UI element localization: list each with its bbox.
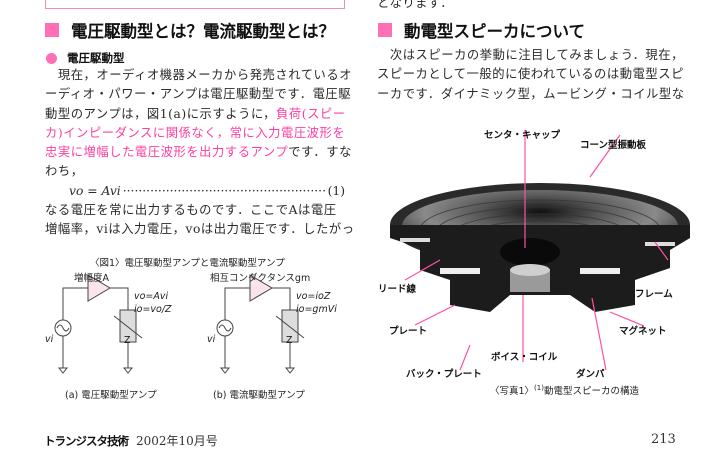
section-heading-left: 電圧駆動型とは？電流駆動型とは？ [45, 18, 335, 42]
gain-label-b: 相互コンダクタンスgm [210, 273, 311, 284]
eq2-a: io=vo/Z [134, 304, 172, 315]
issue-date: 2002年10月号 [136, 434, 218, 448]
right-paragraph: 次はスピーカの挙動に注目してみましょう．現在， スピーカとして一般的に使われてい… [377, 48, 685, 101]
source-label-b: vi [207, 334, 216, 345]
footer: トランジスタ技術 2002年10月号 [44, 432, 218, 449]
top-box-border [45, 0, 345, 9]
caption-a: (a) 電圧駆動型アンプ [65, 390, 157, 401]
eq1-a: vo=Avi [134, 291, 169, 302]
figure1-circuits [54, 274, 305, 374]
source-label-a: vi [45, 334, 54, 345]
label-plate: プレート [389, 326, 428, 337]
speaker-photo [390, 130, 690, 371]
figure1-caption: 〈図1〉電圧駆動型アンプと電流駆動型アンプ [90, 258, 285, 269]
section-heading-right: 動電型スピーカについて [378, 18, 585, 42]
pink-square-icon [378, 23, 392, 37]
pink-square-icon [45, 23, 59, 37]
label-center-cap: センタ・キャップ [484, 130, 561, 141]
label-frame: フレーム [635, 289, 673, 300]
page-number: 213 [651, 432, 676, 447]
magazine-name: トランジスタ技術 [44, 434, 129, 448]
label-lead-wire: リード線 [378, 284, 417, 295]
label-cone: コーン型振動板 [580, 140, 647, 151]
eq1-b: vo=ioZ [296, 291, 331, 302]
pink-bullet-icon [46, 52, 57, 64]
label-damper: ダンパ [576, 369, 605, 380]
gain-label-a: 増幅度A [74, 273, 109, 284]
left-paragraph: 現在，オーディオ機器メーカから発売されているオ ーディオ・パワー・アンプは電圧駆… [45, 68, 355, 237]
label-magnet: マグネット [619, 326, 667, 337]
eq2-b: io=gmVi [296, 304, 337, 315]
load-label-a: Z [124, 335, 131, 346]
equation-1: vo = Avi ·······························… [69, 183, 345, 198]
label-voice-coil: ボイス・コイル [491, 352, 558, 363]
load-label-b: Z [286, 335, 293, 346]
subheading-voltage: 電圧駆動型 [46, 50, 125, 66]
photo-caption: 〈写真1〉(1)動電型スピーカの構造 [490, 383, 639, 397]
top-fragment: となります． [377, 0, 454, 10]
label-back-plate: バック・プレート [406, 369, 482, 380]
caption-b: (b) 電流駆動型アンプ [213, 390, 305, 401]
